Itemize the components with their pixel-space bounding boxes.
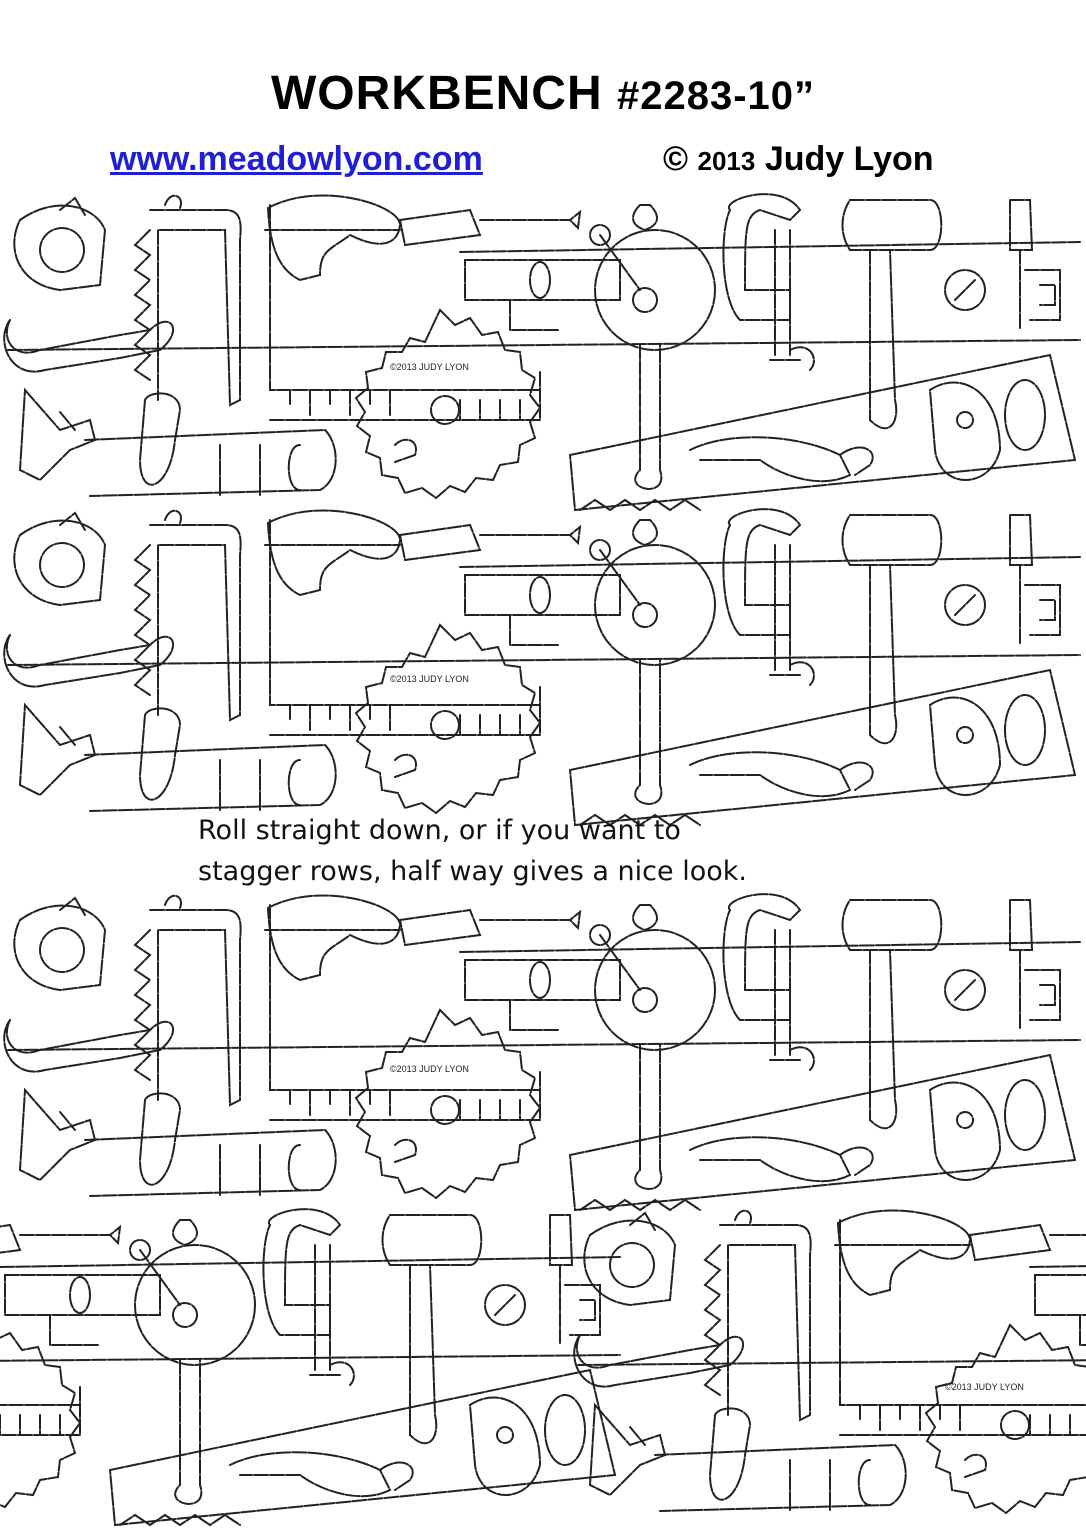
- pattern-row-3: ©2013 JUDY LYON: [3, 893, 1081, 1211]
- stamp-text: ©2013 JUDY LYON: [390, 1064, 469, 1074]
- copyright: © 2013 Judy Lyon: [663, 140, 934, 179]
- stamp-text: ©2013 JUDY LYON: [390, 674, 469, 684]
- page-title: WORKBENCH #2283-10”: [0, 66, 1086, 121]
- pattern-row-2: ©2013 JUDY LYON: [3, 508, 1081, 826]
- header: WORKBENCH #2283-10” www.meadowlyon.com ©…: [0, 0, 1086, 190]
- stamp-text: ©2013 JUDY LYON: [390, 362, 469, 372]
- title-main: WORKBENCH: [270, 67, 603, 120]
- instructions-line-1: Roll straight down, or if you want to: [198, 815, 681, 846]
- pattern-code: #2283-10”: [616, 74, 816, 118]
- pattern-row-1: ©2013 JUDY LYON: [3, 193, 1081, 512]
- stamp-text: ©2013 JUDY LYON: [945, 1382, 1024, 1392]
- author-name: Judy Lyon: [764, 140, 934, 178]
- copyright-symbol: ©: [663, 140, 689, 178]
- copyright-year: 2013: [697, 146, 756, 176]
- instructions-note: Roll straight down, or if you want to st…: [198, 810, 838, 892]
- instructions-line-2: stagger rows, half way gives a nice look…: [198, 856, 747, 887]
- pattern-row-4-staggered: ©2013 JUDY LYON: [0, 1208, 1086, 1526]
- website-link[interactable]: www.meadowlyon.com: [110, 140, 483, 178]
